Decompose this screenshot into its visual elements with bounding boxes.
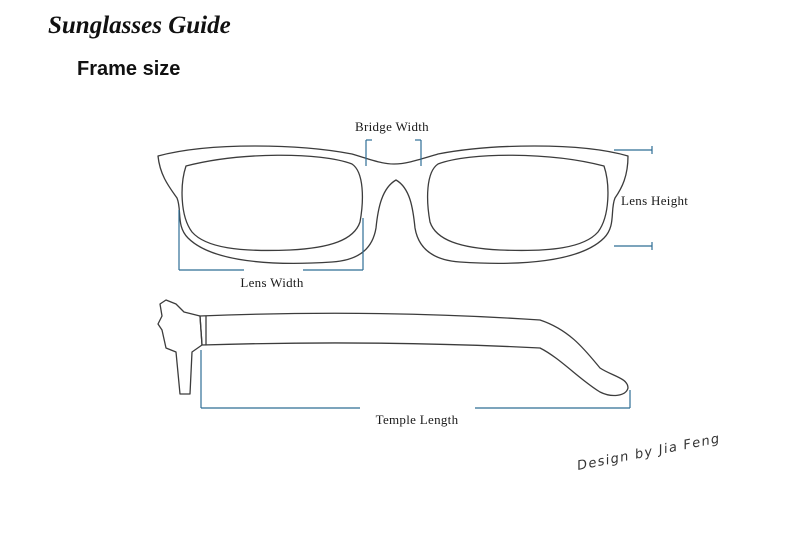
side-frame-front: [157, 299, 203, 395]
glasses-side-view: [157, 299, 629, 397]
left-lens: [181, 154, 364, 252]
lens-height-label: Lens Height: [621, 193, 688, 208]
bridge-width-label: Bridge Width: [355, 119, 429, 134]
temple-length-dimension: Temple Length: [200, 350, 631, 427]
designer-signature: Design by Jia Feng: [576, 431, 722, 474]
lens-height-dimension: Lens Height: [614, 146, 688, 250]
front-frame-outline: [157, 145, 629, 264]
page-title: Sunglasses Guide: [48, 12, 231, 39]
right-lens: [426, 154, 609, 252]
glasses-front-view: [157, 145, 629, 264]
bridge-width-dimension: Bridge Width: [355, 119, 429, 166]
lens-width-dimension: Lens Width: [178, 210, 364, 290]
temple-length-label: Temple Length: [376, 412, 459, 427]
lens-width-label: Lens Width: [240, 275, 303, 290]
section-subtitle: Frame size: [77, 58, 181, 80]
temple-arm: [199, 312, 629, 397]
